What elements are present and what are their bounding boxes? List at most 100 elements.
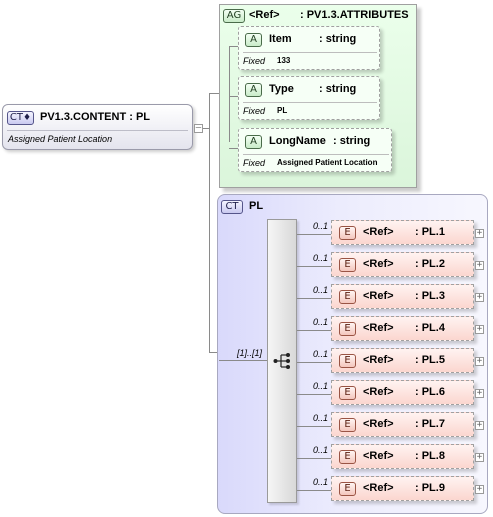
plus-icon: + [476, 228, 483, 238]
expand-button[interactable]: + [475, 261, 484, 270]
element-cardinality: 0..1 [313, 253, 329, 263]
sequence-compositor[interactable] [267, 219, 297, 503]
fixed-label: Fixed [243, 56, 266, 66]
fixed-label: Fixed [243, 106, 266, 116]
element-badge: E [339, 322, 356, 336]
attribute-group-ref: <Ref> [249, 9, 280, 21]
element-cardinality: 0..1 [313, 381, 329, 391]
element-name: : PL.1 [415, 226, 445, 238]
plus-icon: + [476, 388, 483, 398]
attribute-name: LongName [269, 135, 326, 147]
complex-type-pl-badge: CT [221, 200, 243, 214]
element-name: : PL.5 [415, 354, 445, 366]
element-pl-3[interactable]: E <Ref> : PL.3 [331, 284, 474, 309]
attribute-longname[interactable]: A LongName : string Fixed Assigned Patie… [238, 128, 392, 172]
element-cardinality: 0..1 [313, 285, 329, 295]
element-badge: E [339, 258, 356, 272]
element-pl-2[interactable]: E <Ref> : PL.2 [331, 252, 474, 277]
element-badge: E [339, 450, 356, 464]
element-cardinality: 0..1 [313, 317, 329, 327]
element-pl-9[interactable]: E <Ref> : PL.9 [331, 476, 474, 501]
attribute-divider [243, 52, 377, 53]
expand-button[interactable]: + [475, 293, 484, 302]
root-divider [7, 130, 188, 131]
element-badge: E [339, 354, 356, 368]
element-ref: <Ref> [363, 418, 394, 430]
plus-icon: + [476, 420, 483, 430]
attribute-group-badge: AG [223, 9, 245, 23]
root-connector [203, 128, 209, 129]
attribute-line-2 [229, 96, 238, 97]
plus-icon: + [476, 356, 483, 366]
attribute-type: : string [319, 33, 357, 45]
expand-button[interactable]: + [475, 389, 484, 398]
element-badge: E [339, 290, 356, 304]
element-pl-7[interactable]: E <Ref> : PL.7 [331, 412, 474, 437]
expand-button[interactable]: + [475, 325, 484, 334]
expand-button[interactable]: + [475, 421, 484, 430]
element-connector [297, 234, 331, 235]
root-description: Assigned Patient Location [8, 134, 113, 144]
element-cardinality: 0..1 [313, 349, 329, 359]
element-badge: E [339, 482, 356, 496]
element-connector [297, 362, 331, 363]
element-name: : PL.6 [415, 386, 445, 398]
sequence-icon [273, 353, 290, 369]
expand-button[interactable]: + [475, 485, 484, 494]
element-cardinality: 0..1 [313, 221, 329, 231]
fixed-value: PL [277, 106, 288, 115]
element-connector [297, 490, 331, 491]
element-name: : PL.2 [415, 258, 445, 270]
element-connector [297, 458, 331, 459]
attribute-type: : string [319, 83, 357, 95]
element-ref: <Ref> [363, 354, 394, 366]
plus-icon: + [476, 324, 483, 334]
element-badge: E [339, 226, 356, 240]
element-name: : PL.8 [415, 450, 445, 462]
element-ref: <Ref> [363, 450, 394, 462]
complex-type-badge: CT♦ [7, 111, 34, 125]
attribute-badge: A [245, 83, 262, 97]
element-pl-8[interactable]: E <Ref> : PL.8 [331, 444, 474, 469]
minus-icon: – [195, 123, 202, 133]
attribute-type-row[interactable]: A Type : string Fixed PL [238, 76, 380, 120]
element-pl-5[interactable]: E <Ref> : PL.5 [331, 348, 474, 373]
fixed-value: Assigned Patient Location [277, 158, 378, 167]
expand-button[interactable]: + [475, 229, 484, 238]
element-connector [297, 426, 331, 427]
element-pl-4[interactable]: E <Ref> : PL.4 [331, 316, 474, 341]
attribute-line-1 [229, 46, 238, 47]
element-connector [297, 298, 331, 299]
element-name: : PL.3 [415, 290, 445, 302]
attribute-type: : string [333, 135, 371, 147]
element-ref: <Ref> [363, 482, 394, 494]
element-pl-6[interactable]: E <Ref> : PL.6 [331, 380, 474, 405]
root-branch-line [209, 93, 210, 353]
element-connector [297, 394, 331, 395]
expand-button[interactable]: + [475, 453, 484, 462]
element-ref: <Ref> [363, 226, 394, 238]
to-attribute-group-line [209, 93, 221, 94]
element-pl-1[interactable]: E <Ref> : PL.1 [331, 220, 474, 245]
element-ref: <Ref> [363, 290, 394, 302]
element-badge: E [339, 386, 356, 400]
element-cardinality: 0..1 [313, 445, 329, 455]
sequence-cardinality: [1]..[1] [237, 348, 263, 358]
complex-type-badge-text: CT [9, 112, 23, 123]
element-connector [297, 330, 331, 331]
attribute-item[interactable]: A Item : string Fixed 133 [238, 26, 380, 70]
attribute-group-name: : PV1.3.ATTRIBUTES [300, 9, 409, 21]
attribute-line-3 [229, 148, 238, 149]
element-ref: <Ref> [363, 322, 394, 334]
plus-icon: + [476, 292, 483, 302]
attribute-divider [243, 102, 377, 103]
plus-icon: + [476, 260, 483, 270]
complex-type-icon: ♦ [23, 113, 32, 123]
expand-button[interactable]: + [475, 357, 484, 366]
root-collapse-button[interactable]: – [194, 124, 203, 133]
complex-type-pl-name: PL [249, 200, 264, 212]
element-cardinality: 0..1 [313, 413, 329, 423]
root-complex-type[interactable]: CT♦ PV1.3.CONTENT : PL Assigned Patient … [2, 104, 193, 150]
fixed-value: 133 [277, 56, 291, 65]
attribute-name: Type [269, 83, 294, 95]
